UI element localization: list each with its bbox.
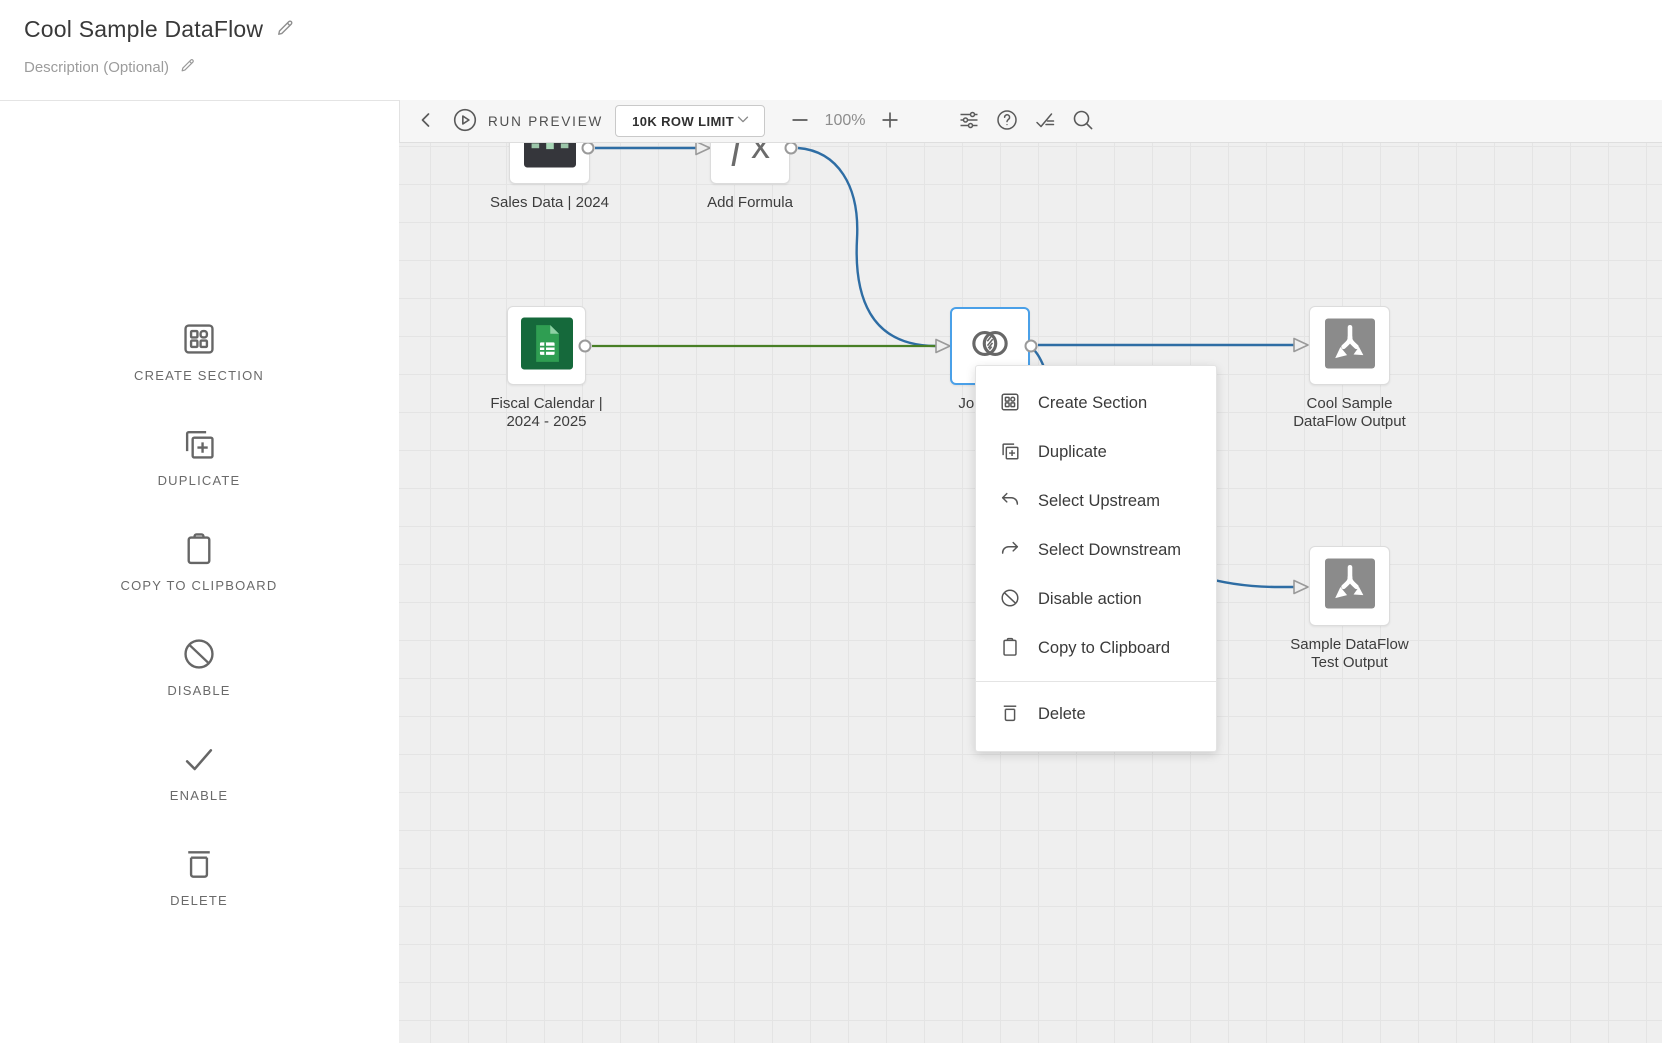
sidebar-item-copy-to-clipboard[interactable]: COPY TO CLIPBOARD [0, 509, 398, 614]
menu-item-duplicate[interactable]: Duplicate [976, 428, 1216, 477]
node-context-menu: Create Section Duplicate Select Upstream… [975, 365, 1217, 752]
play-circle-icon [452, 107, 478, 136]
search-icon [1071, 108, 1095, 135]
help-icon [995, 108, 1019, 135]
pencil-icon [275, 18, 295, 41]
node-output-1[interactable] [1309, 306, 1390, 385]
search-button[interactable] [1071, 108, 1095, 135]
canvas-toolbar: RUN PREVIEW 10K ROW LIMIT 100% [399, 100, 1662, 143]
sheets-icon [520, 317, 573, 374]
sidebar-item-label: ENABLE [169, 788, 229, 803]
run-preview-button[interactable]: RUN PREVIEW [452, 107, 603, 136]
node-fiscal-calendar[interactable] [507, 306, 586, 385]
node-label: Fiscal Calendar | 2024 - 2025 [490, 395, 603, 430]
menu-item-create-section[interactable]: Create Section [976, 379, 1216, 428]
row-limit-value: 10K ROW LIMIT [632, 113, 735, 129]
trash-icon [999, 702, 1021, 727]
duplicate-icon [999, 440, 1021, 465]
check-icon [180, 740, 218, 778]
dataflow-canvas[interactable]: Sales Data | 2024 ƒx Add Formula Fiscal … [399, 143, 1662, 1043]
node-label: Sample DataFlow Test Output [1290, 636, 1409, 671]
duplicate-icon [180, 425, 218, 463]
help-button[interactable] [995, 108, 1019, 135]
sidebar-item-delete[interactable]: DELETE [0, 824, 398, 929]
menu-item-delete[interactable]: Delete [976, 690, 1216, 739]
node-label: Sales Data | 2024 [490, 194, 609, 211]
disable-icon [999, 587, 1021, 612]
sidebar-item-duplicate[interactable]: DUPLICATE [0, 404, 398, 509]
description-placeholder: Description (Optional) [24, 58, 170, 76]
menu-item-select-upstream[interactable]: Select Upstream [976, 477, 1216, 526]
sidebar-item-label: DUPLICATE [157, 473, 241, 488]
canvas-settings-button[interactable] [957, 108, 981, 135]
node-add-formula[interactable]: ƒx [710, 143, 790, 184]
disable-icon [180, 635, 218, 673]
pencil-icon [179, 57, 196, 77]
redo-arrow-icon [999, 538, 1021, 563]
dataset-icon [523, 143, 576, 173]
join-venn-icon [965, 319, 1015, 374]
run-preview-label: RUN PREVIEW [488, 113, 604, 129]
sidebar-item-label: CREATE SECTION [134, 368, 264, 383]
sidebar-item-disable[interactable]: DISABLE [0, 614, 398, 719]
output-dataset-icon [1324, 558, 1375, 614]
formula-fx-icon: ƒx [727, 143, 773, 167]
output-port[interactable] [784, 143, 798, 155]
sidebar-item-create-section[interactable]: CREATE SECTION [0, 299, 398, 404]
node-output-2[interactable] [1309, 546, 1390, 626]
output-port[interactable] [578, 339, 592, 353]
minus-icon [789, 109, 811, 134]
plus-icon [879, 109, 901, 134]
clipboard-icon [180, 530, 218, 568]
node-label: Cool Sample DataFlow Output [1293, 395, 1406, 430]
page-title: Cool Sample DataFlow [24, 16, 264, 42]
sliders-icon [957, 108, 981, 135]
sidebar-item-label: DISABLE [167, 683, 231, 698]
trash-icon [180, 845, 218, 883]
node-label: Add Formula [707, 194, 793, 211]
undo-arrow-icon [999, 489, 1021, 514]
action-sidebar: CREATE SECTION DUPLICATE COPY TO CLIPBOA… [0, 101, 398, 1043]
menu-item-disable-action[interactable]: Disable action [976, 575, 1216, 624]
row-limit-select[interactable]: 10K ROW LIMIT [615, 105, 766, 137]
zoom-level: 100% [824, 112, 866, 129]
sidebar-item-enable[interactable]: ENABLE [0, 719, 398, 824]
chevron-down-icon [734, 110, 752, 133]
sidebar-item-label: DELETE [170, 893, 228, 908]
edit-title-button[interactable] [275, 18, 295, 41]
chevron-left-icon [414, 108, 438, 135]
output-dataset-icon [1324, 318, 1375, 373]
menu-divider [976, 681, 1216, 682]
zoom-out-button[interactable] [789, 109, 811, 134]
back-button[interactable] [414, 108, 438, 135]
create-section-icon [999, 391, 1021, 416]
create-section-icon [180, 320, 218, 358]
check-list-icon [1033, 108, 1057, 135]
output-port[interactable] [1024, 339, 1038, 353]
zoom-in-button[interactable] [879, 109, 901, 134]
menu-item-copy-to-clipboard[interactable]: Copy to Clipboard [976, 624, 1216, 673]
check-list-button[interactable] [1033, 108, 1057, 135]
sidebar-item-label: COPY TO CLIPBOARD [120, 578, 278, 593]
output-port[interactable] [581, 143, 595, 155]
clipboard-icon [999, 636, 1021, 661]
menu-item-select-downstream[interactable]: Select Downstream [976, 526, 1216, 575]
edit-description-button[interactable] [179, 57, 196, 77]
header: Cool Sample DataFlow Description (Option… [0, 0, 1662, 101]
node-sales-data[interactable] [509, 143, 590, 184]
